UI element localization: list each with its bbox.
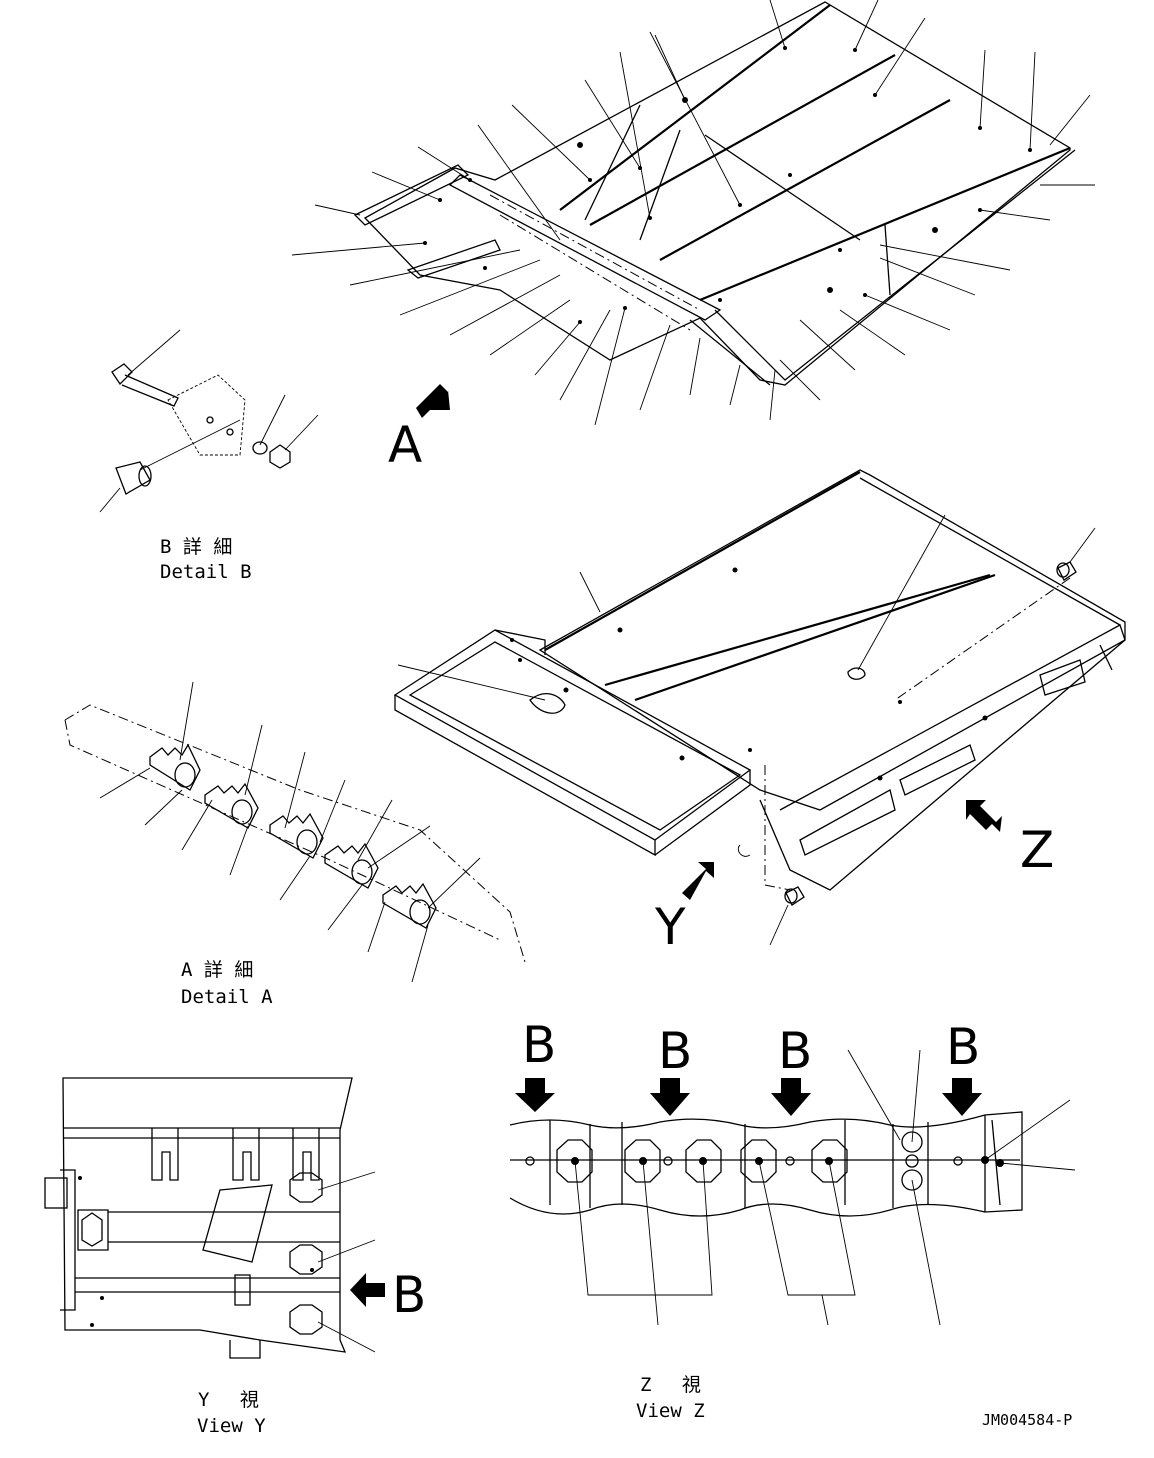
tooth-segment [204,782,259,829]
secondary-assembly-view [393,469,1126,946]
tooth-segment [324,842,379,889]
detail-b-caption-ja: B 詳 細 [160,536,232,558]
callout-letter-y: Y [654,898,686,956]
callout-letter-b-1: B [522,1016,556,1074]
tooth-segment [149,743,201,791]
tooth-segment [269,812,324,859]
tooth-segment [382,882,437,929]
view-y-caption-en: View Y [197,1415,266,1437]
view-z: B B B B [509,1016,1076,1326]
detail-b-caption-en: Detail B [160,561,252,583]
bolt-hole-pattern [423,46,1032,324]
main-assembly-view [291,0,1095,426]
view-y: B [44,1077,426,1359]
document-id: JM004584-P [982,1411,1072,1429]
callout-letter-b-4: B [946,1018,980,1076]
detail-b-view [99,329,319,513]
view-y-caption-ja: Y 視 [198,1389,259,1411]
view-a-callout: A [388,384,450,474]
callout-letter-b-view-y: B [392,1266,426,1324]
view-z-caption-en: View Z [636,1400,705,1422]
view-z-caption-ja: Z 視 [640,1374,701,1396]
callout-letter-z: Z [1020,821,1054,879]
callout-letter-b-2: B [658,1022,692,1080]
detail-a-caption-en: Detail A [181,986,273,1008]
view-y-callout: Y [654,862,714,956]
view-z-callout: Z [966,800,1054,879]
callout-letter-a: A [388,416,422,474]
leader-lines-main [291,0,1095,426]
detail-a-view [64,681,526,983]
callout-letter-b-3: B [778,1022,812,1080]
detail-a-caption-ja: A 詳 細 [181,959,253,981]
